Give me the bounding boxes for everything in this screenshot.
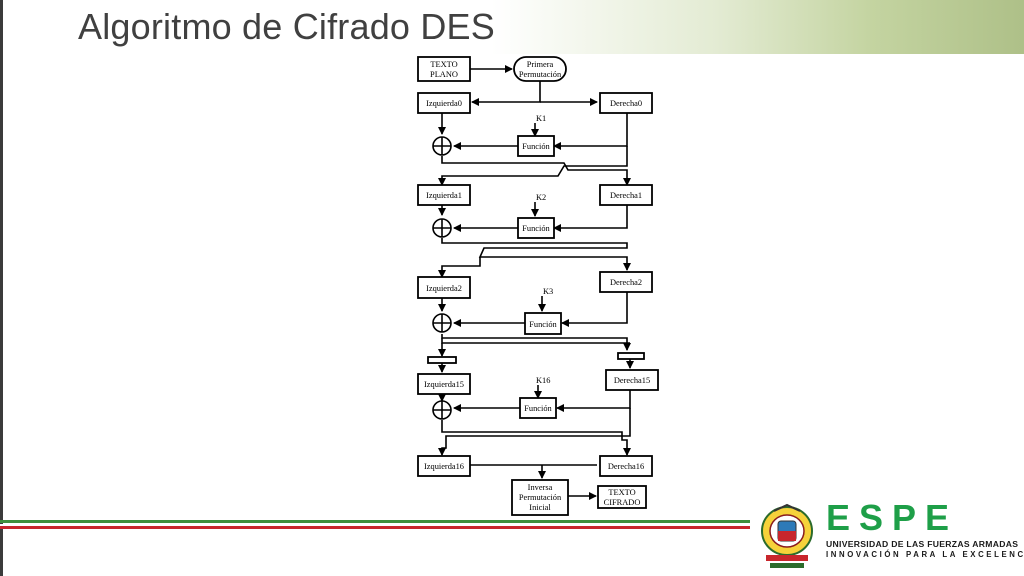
continuation-marker-right <box>617 352 645 360</box>
function-box-2 <box>517 217 555 239</box>
function-box-16 <box>519 397 557 419</box>
slide-title: Algoritmo de Cifrado DES <box>78 6 495 47</box>
left16-box <box>417 455 471 477</box>
function-label-3: Función <box>529 320 557 329</box>
left1-box <box>417 184 471 206</box>
right2-box <box>599 271 653 293</box>
function-box-1 <box>517 135 555 157</box>
right15-box <box>605 369 659 391</box>
right1-label: Derecha1 <box>610 191 642 200</box>
footer-stripe-green <box>0 520 750 523</box>
key-label-k2: K2 <box>536 193 546 202</box>
left1-label: Izquierda1 <box>426 191 462 200</box>
inverse-permutation-box <box>511 479 569 516</box>
right16-box <box>599 455 653 477</box>
function-label-16: Función <box>524 404 552 413</box>
key-label-k3: K3 <box>543 287 553 296</box>
brand-wordmark: ESPE <box>826 497 959 538</box>
university-motto: INNOVACIÓN PARA LA EXCELENCIA <box>826 550 1024 559</box>
function-box-3 <box>524 312 562 335</box>
right16-label: Derecha16 <box>608 462 644 471</box>
left15-label: Izquierda15 <box>424 380 464 389</box>
plaintext-label-line1: TEXTO <box>430 60 457 69</box>
university-name: UNIVERSIDAD DE LAS FUERZAS ARMADAS <box>826 539 1019 549</box>
xor-icon <box>432 136 452 156</box>
right15-label: Derecha15 <box>614 376 650 385</box>
xor-icon <box>432 400 452 420</box>
ciphertext-label-line1: TEXTO <box>608 488 635 497</box>
left2-label: Izquierda2 <box>426 284 462 293</box>
right0-label: Derecha0 <box>610 99 642 108</box>
continuation-marker-left <box>427 356 457 364</box>
inverse-permutation-label-line1: Inversa <box>528 483 553 492</box>
footer-stripe-red <box>0 526 750 529</box>
left15-box <box>417 373 471 395</box>
inverse-permutation-label-line2: Permutación <box>519 493 562 502</box>
left16-label: Izquierda16 <box>424 462 464 471</box>
initial-permutation-label-line2: Permutación <box>519 70 562 79</box>
right1-box <box>599 184 653 206</box>
initial-permutation-box <box>513 56 567 82</box>
ciphertext-label-line2: CIFRADO <box>604 498 641 507</box>
footer-stripe-white <box>0 524 750 526</box>
initial-permutation-label-line1: Primera <box>527 60 554 69</box>
function-label-1: Función <box>522 142 550 151</box>
left0-box <box>417 92 471 114</box>
key-label-k16: K16 <box>536 376 550 385</box>
xor-icon <box>432 313 452 333</box>
plaintext-box <box>417 56 471 82</box>
left2-box <box>417 276 471 299</box>
plaintext-label-line2: PLANO <box>430 70 458 79</box>
inverse-permutation-label-line3: Inicial <box>529 503 551 512</box>
key-label-k1: K1 <box>536 114 546 123</box>
university-crest-icon <box>761 503 813 568</box>
right2-label: Derecha2 <box>610 278 642 287</box>
left-border <box>0 0 3 576</box>
xor-icon <box>432 218 452 238</box>
right0-box <box>599 92 653 114</box>
ciphertext-box <box>597 485 647 509</box>
left0-label: Izquierda0 <box>426 99 462 108</box>
title-band <box>0 0 1024 54</box>
function-label-2: Función <box>522 224 550 233</box>
